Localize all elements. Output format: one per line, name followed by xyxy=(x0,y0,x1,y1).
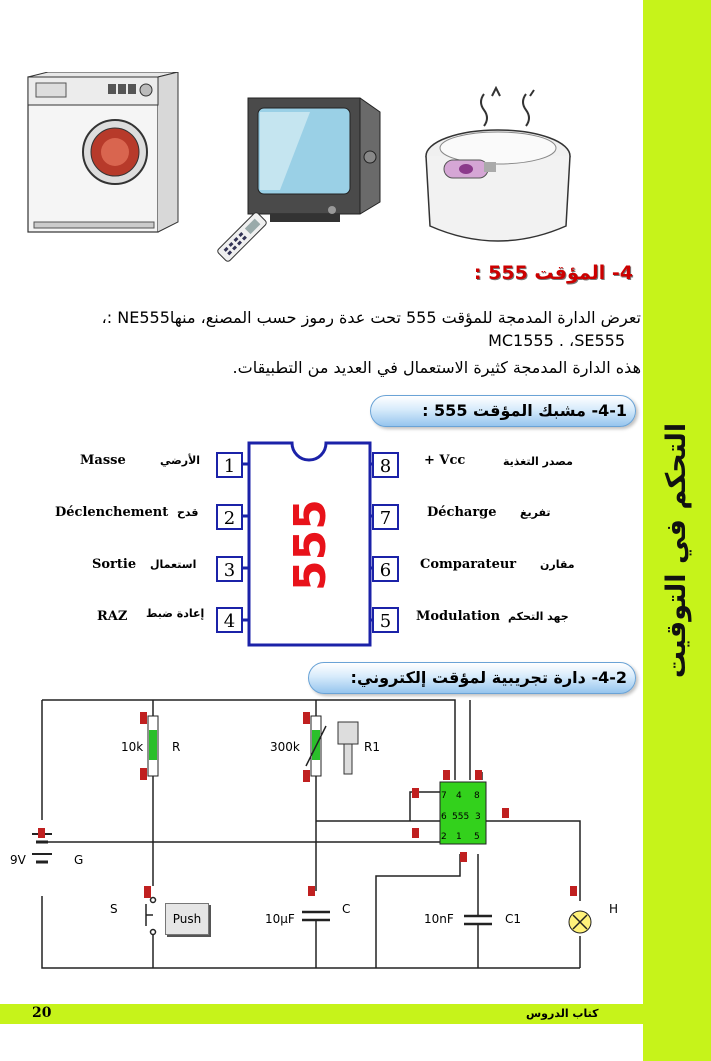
paragraph-line-3: هذه الدارة المدمجة كثيرة الاستعمال في ال… xyxy=(232,358,641,377)
ic-pin-5: 5 xyxy=(474,832,480,842)
c-name: C xyxy=(342,902,351,916)
push-button[interactable]: Push xyxy=(165,903,209,935)
pin-5-fr: Modulation xyxy=(416,609,501,624)
page-number: 20 xyxy=(32,1005,52,1021)
pin-7-box: 7 xyxy=(372,504,399,530)
pin-6-box: 6 xyxy=(372,556,399,582)
pin-7-fr: Décharge xyxy=(427,505,497,520)
remote-control-icon xyxy=(217,212,267,262)
pin-1-ar: الأرضي xyxy=(160,454,201,467)
section2-pill xyxy=(308,662,636,694)
pin-2-ar: قدح xyxy=(177,506,199,519)
ic-pin-3: 3 xyxy=(475,812,481,822)
sidebar-band xyxy=(643,0,711,1061)
pin-5-ar: جهد التحكم xyxy=(508,610,569,623)
section1-pill xyxy=(370,395,636,427)
battery-value: 9V xyxy=(10,853,26,867)
battery-name: G xyxy=(74,853,84,867)
ic-pin-8: 8 xyxy=(474,791,480,801)
ic-pin-6: 6 xyxy=(441,812,447,822)
ic-pin-7: 7 xyxy=(441,791,447,801)
footer-band xyxy=(0,1004,643,1024)
pin-6-ar: مقارن xyxy=(540,558,575,571)
pin-1-box: 1 xyxy=(216,452,243,478)
paragraph-line-1: تعرض الدارة المدمجة للمؤقت 555 تحت عدة ر… xyxy=(101,308,641,327)
pin-1-fr: Masse xyxy=(80,453,126,468)
r-name: R xyxy=(172,740,181,754)
footer-book-label: كتاب الدروس xyxy=(526,1007,599,1020)
switch-name: S xyxy=(110,902,118,916)
pin-4-fr: RAZ xyxy=(97,609,128,624)
section1-title: 4-1- مشبك المؤقت 555 : xyxy=(422,401,627,420)
c-value: 10µF xyxy=(265,912,295,926)
lamp-name: H xyxy=(609,902,619,916)
pin-8-ar: مصدر التغذية xyxy=(503,455,573,468)
ic-pin-2: 2 xyxy=(441,832,447,842)
pin-3-fr: Sortie xyxy=(92,557,137,572)
pin-4-ar: إعادة ضبط xyxy=(146,607,205,620)
pin-2-box: 2 xyxy=(216,504,243,530)
pin-8-box: 8 xyxy=(372,452,399,478)
r-value: 10k xyxy=(121,740,144,754)
rice-cooker-icon xyxy=(425,86,571,242)
television-icon xyxy=(247,97,381,222)
sidebar-title: التحكم في التوقيت xyxy=(661,422,693,678)
ic-pin-1: 1 xyxy=(456,832,462,842)
pin-5-box: 5 xyxy=(372,607,399,633)
pin-2-fr: Déclenchement xyxy=(55,505,169,520)
chip-label-rotated: 555 xyxy=(285,499,336,591)
circuit-diagram xyxy=(32,699,592,969)
r1-name: R1 xyxy=(364,740,380,754)
washing-machine-icon xyxy=(27,72,179,233)
chip-outline xyxy=(247,441,372,647)
pin-6-fr: Comparateur xyxy=(420,557,517,572)
paragraph-line-2: MC1555 . ،SE555 xyxy=(488,331,625,350)
pin-8-fr: + Vcc xyxy=(424,453,466,468)
section-heading: 4- المؤقت 555 : xyxy=(473,262,633,284)
pin-3-ar: استعمال xyxy=(150,558,197,571)
pin-7-ar: تفريغ xyxy=(520,506,551,519)
pin-4-box: 4 xyxy=(216,607,243,633)
ic-pin-4: 4 xyxy=(456,791,462,801)
c1-name: C1 xyxy=(505,912,522,926)
c1-value: 10nF xyxy=(424,912,454,926)
pin-3-box: 3 xyxy=(216,556,243,582)
r1-value: 300k xyxy=(270,740,300,754)
ic-label: 555 xyxy=(452,812,470,822)
section2-title: 4-2- دارة تجريبية لمؤقت إلكتروني: xyxy=(350,668,627,687)
